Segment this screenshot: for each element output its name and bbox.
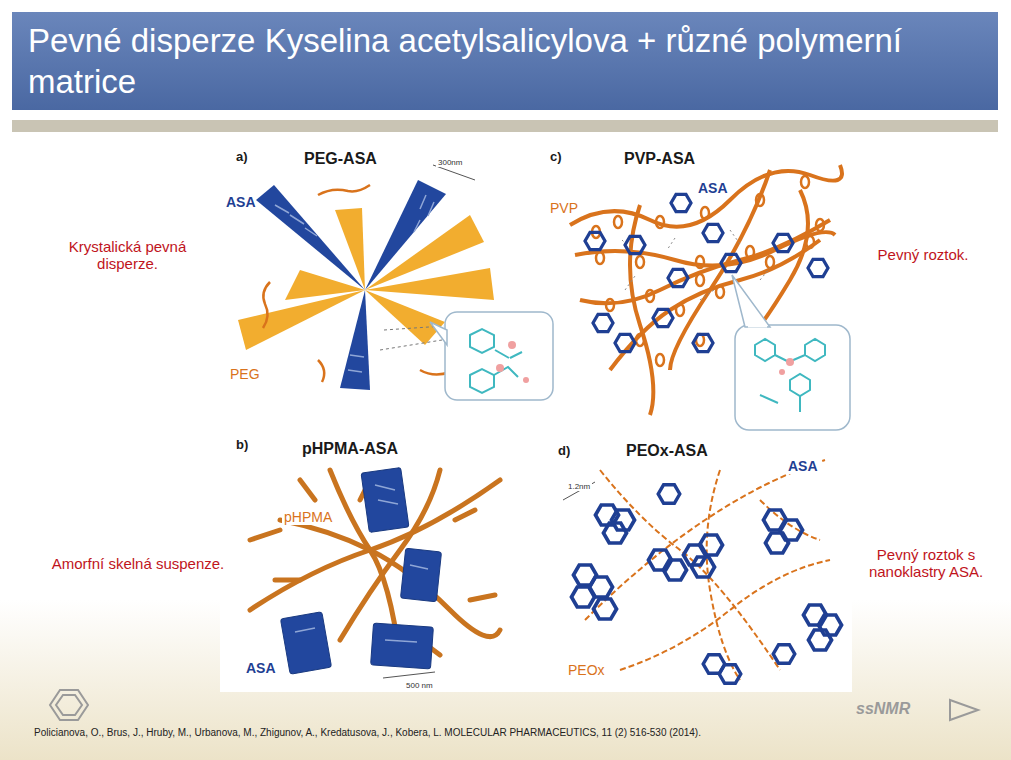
component-label: PVP — [548, 200, 580, 216]
panel-letter: c) — [548, 150, 564, 165]
peox-asa-nanoclusters — [563, 460, 842, 683]
phpma-asa-suspension — [250, 468, 500, 678]
note: Krystalická pevná disperze. — [40, 238, 215, 273]
logo-text: ssNMR — [856, 700, 910, 718]
dimension: 500 nm — [404, 681, 435, 690]
component-label: ASA — [226, 194, 256, 210]
component-label: ASA — [696, 180, 730, 196]
pvp-asa-solution — [570, 165, 850, 430]
component-label: pHPMA — [282, 509, 334, 525]
rule-bar — [12, 120, 998, 132]
panel-letter: d) — [556, 444, 572, 459]
figure-panel — [220, 142, 852, 692]
logo — [50, 690, 978, 720]
panel-letter: a) — [234, 150, 250, 165]
panel-title: pHPMA-ASA — [300, 440, 400, 458]
slide-title: Pevné disperze Kyselina acetylsalicylova… — [28, 20, 928, 103]
note: Amorfní skelná suspenze. — [48, 555, 228, 572]
peg-asa-crystals — [238, 165, 553, 400]
panel-title: PEG-ASA — [302, 150, 379, 168]
component-label: ASA — [244, 660, 278, 676]
citation: Policianova, O., Brus, J., Hruby, M., Ur… — [34, 727, 701, 739]
panel-title: PEOx-ASA — [624, 442, 710, 460]
dimension: 300nm — [436, 158, 464, 167]
note: Pevný roztok. — [848, 246, 998, 263]
component-label: ASA — [786, 458, 820, 474]
panel-letter: b) — [234, 438, 250, 453]
panel-title: PVP-ASA — [622, 150, 697, 168]
component-label: PEG — [230, 366, 260, 382]
dimension: 1.2nm — [566, 482, 592, 491]
note: Pevný roztok s nanoklastry ASA. — [846, 546, 1006, 581]
title-bar — [12, 12, 998, 110]
component-label: PEOx — [566, 662, 607, 678]
